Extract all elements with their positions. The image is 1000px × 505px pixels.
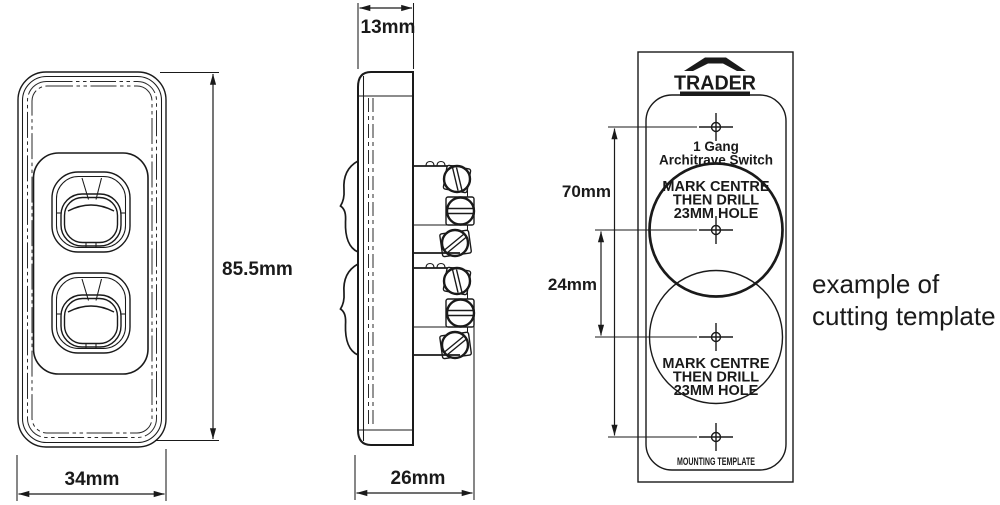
cutting-template: TRADER 1 Gang Architrave Switch MARK CEN… bbox=[548, 51, 794, 483]
mounting-hole-mark-top bbox=[698, 112, 734, 142]
dimension-depth-13mm: 13mm bbox=[357, 3, 416, 69]
svg-text:MARK CENTRE: MARK CENTRE bbox=[662, 179, 769, 195]
svg-text:MARK CENTRE: MARK CENTRE bbox=[662, 356, 769, 372]
drill-centre-mark-bottom bbox=[698, 322, 734, 352]
caption-line1: example of bbox=[812, 269, 940, 299]
depth-dimension-label: 13mm bbox=[361, 17, 416, 38]
mounting-hole-mark-bottom bbox=[698, 422, 734, 452]
rocker-profile-bottom bbox=[339, 263, 359, 356]
dimension-centre-spacing-24mm: 24mm bbox=[548, 231, 605, 336]
product-name-line1: 1 Gang bbox=[693, 139, 739, 154]
brand-name: TRADER bbox=[674, 73, 757, 95]
logo-underline bbox=[680, 91, 750, 96]
hole-spacing-label: 70mm bbox=[562, 182, 611, 201]
terminal-block-top bbox=[411, 160, 476, 259]
width-dimension-label: 34mm bbox=[65, 469, 120, 490]
side-plate-outline bbox=[357, 71, 414, 446]
dimension-total-depth-26mm: 26mm bbox=[354, 316, 475, 500]
product-name-line2: Architrave Switch bbox=[659, 153, 773, 168]
svg-text:THEN DRILL: THEN DRILL bbox=[673, 193, 759, 209]
template-outer-border bbox=[637, 51, 794, 483]
caption: example of cutting template bbox=[812, 269, 996, 331]
height-dimension-label: 85.5mm bbox=[222, 259, 293, 280]
front-view: 85.5mm 34mm bbox=[16, 71, 293, 501]
drill-instruction-bottom: MARK CENTRE THEN DRILL 23MM HOLE bbox=[662, 356, 769, 399]
trader-logo: TRADER bbox=[674, 57, 757, 96]
terminal-block-bottom bbox=[411, 262, 476, 361]
dimension-hole-spacing-70mm: 70mm bbox=[562, 128, 618, 436]
drill-instruction-top: MARK CENTRE THEN DRILL 23MM HOLE bbox=[662, 179, 769, 222]
rocker-surround bbox=[32, 152, 149, 375]
front-plate-outline bbox=[17, 71, 167, 448]
dimension-width-34mm: 34mm bbox=[16, 449, 167, 501]
centre-spacing-label: 24mm bbox=[548, 275, 597, 294]
template-footer-label: MOUNTING TEMPLATE bbox=[677, 456, 755, 468]
side-view: 13mm 26mm bbox=[339, 3, 476, 500]
svg-text:23MM HOLE: 23MM HOLE bbox=[674, 383, 759, 399]
svg-text:23MM HOLE: 23MM HOLE bbox=[674, 206, 759, 222]
dimension-height-85-5mm: 85.5mm bbox=[155, 71, 293, 442]
total-depth-dimension-label: 26mm bbox=[391, 468, 446, 489]
caption-line2: cutting template bbox=[812, 301, 996, 331]
roof-icon bbox=[684, 57, 746, 71]
svg-text:THEN DRILL: THEN DRILL bbox=[673, 370, 759, 386]
rocker-profile-top bbox=[339, 160, 359, 253]
